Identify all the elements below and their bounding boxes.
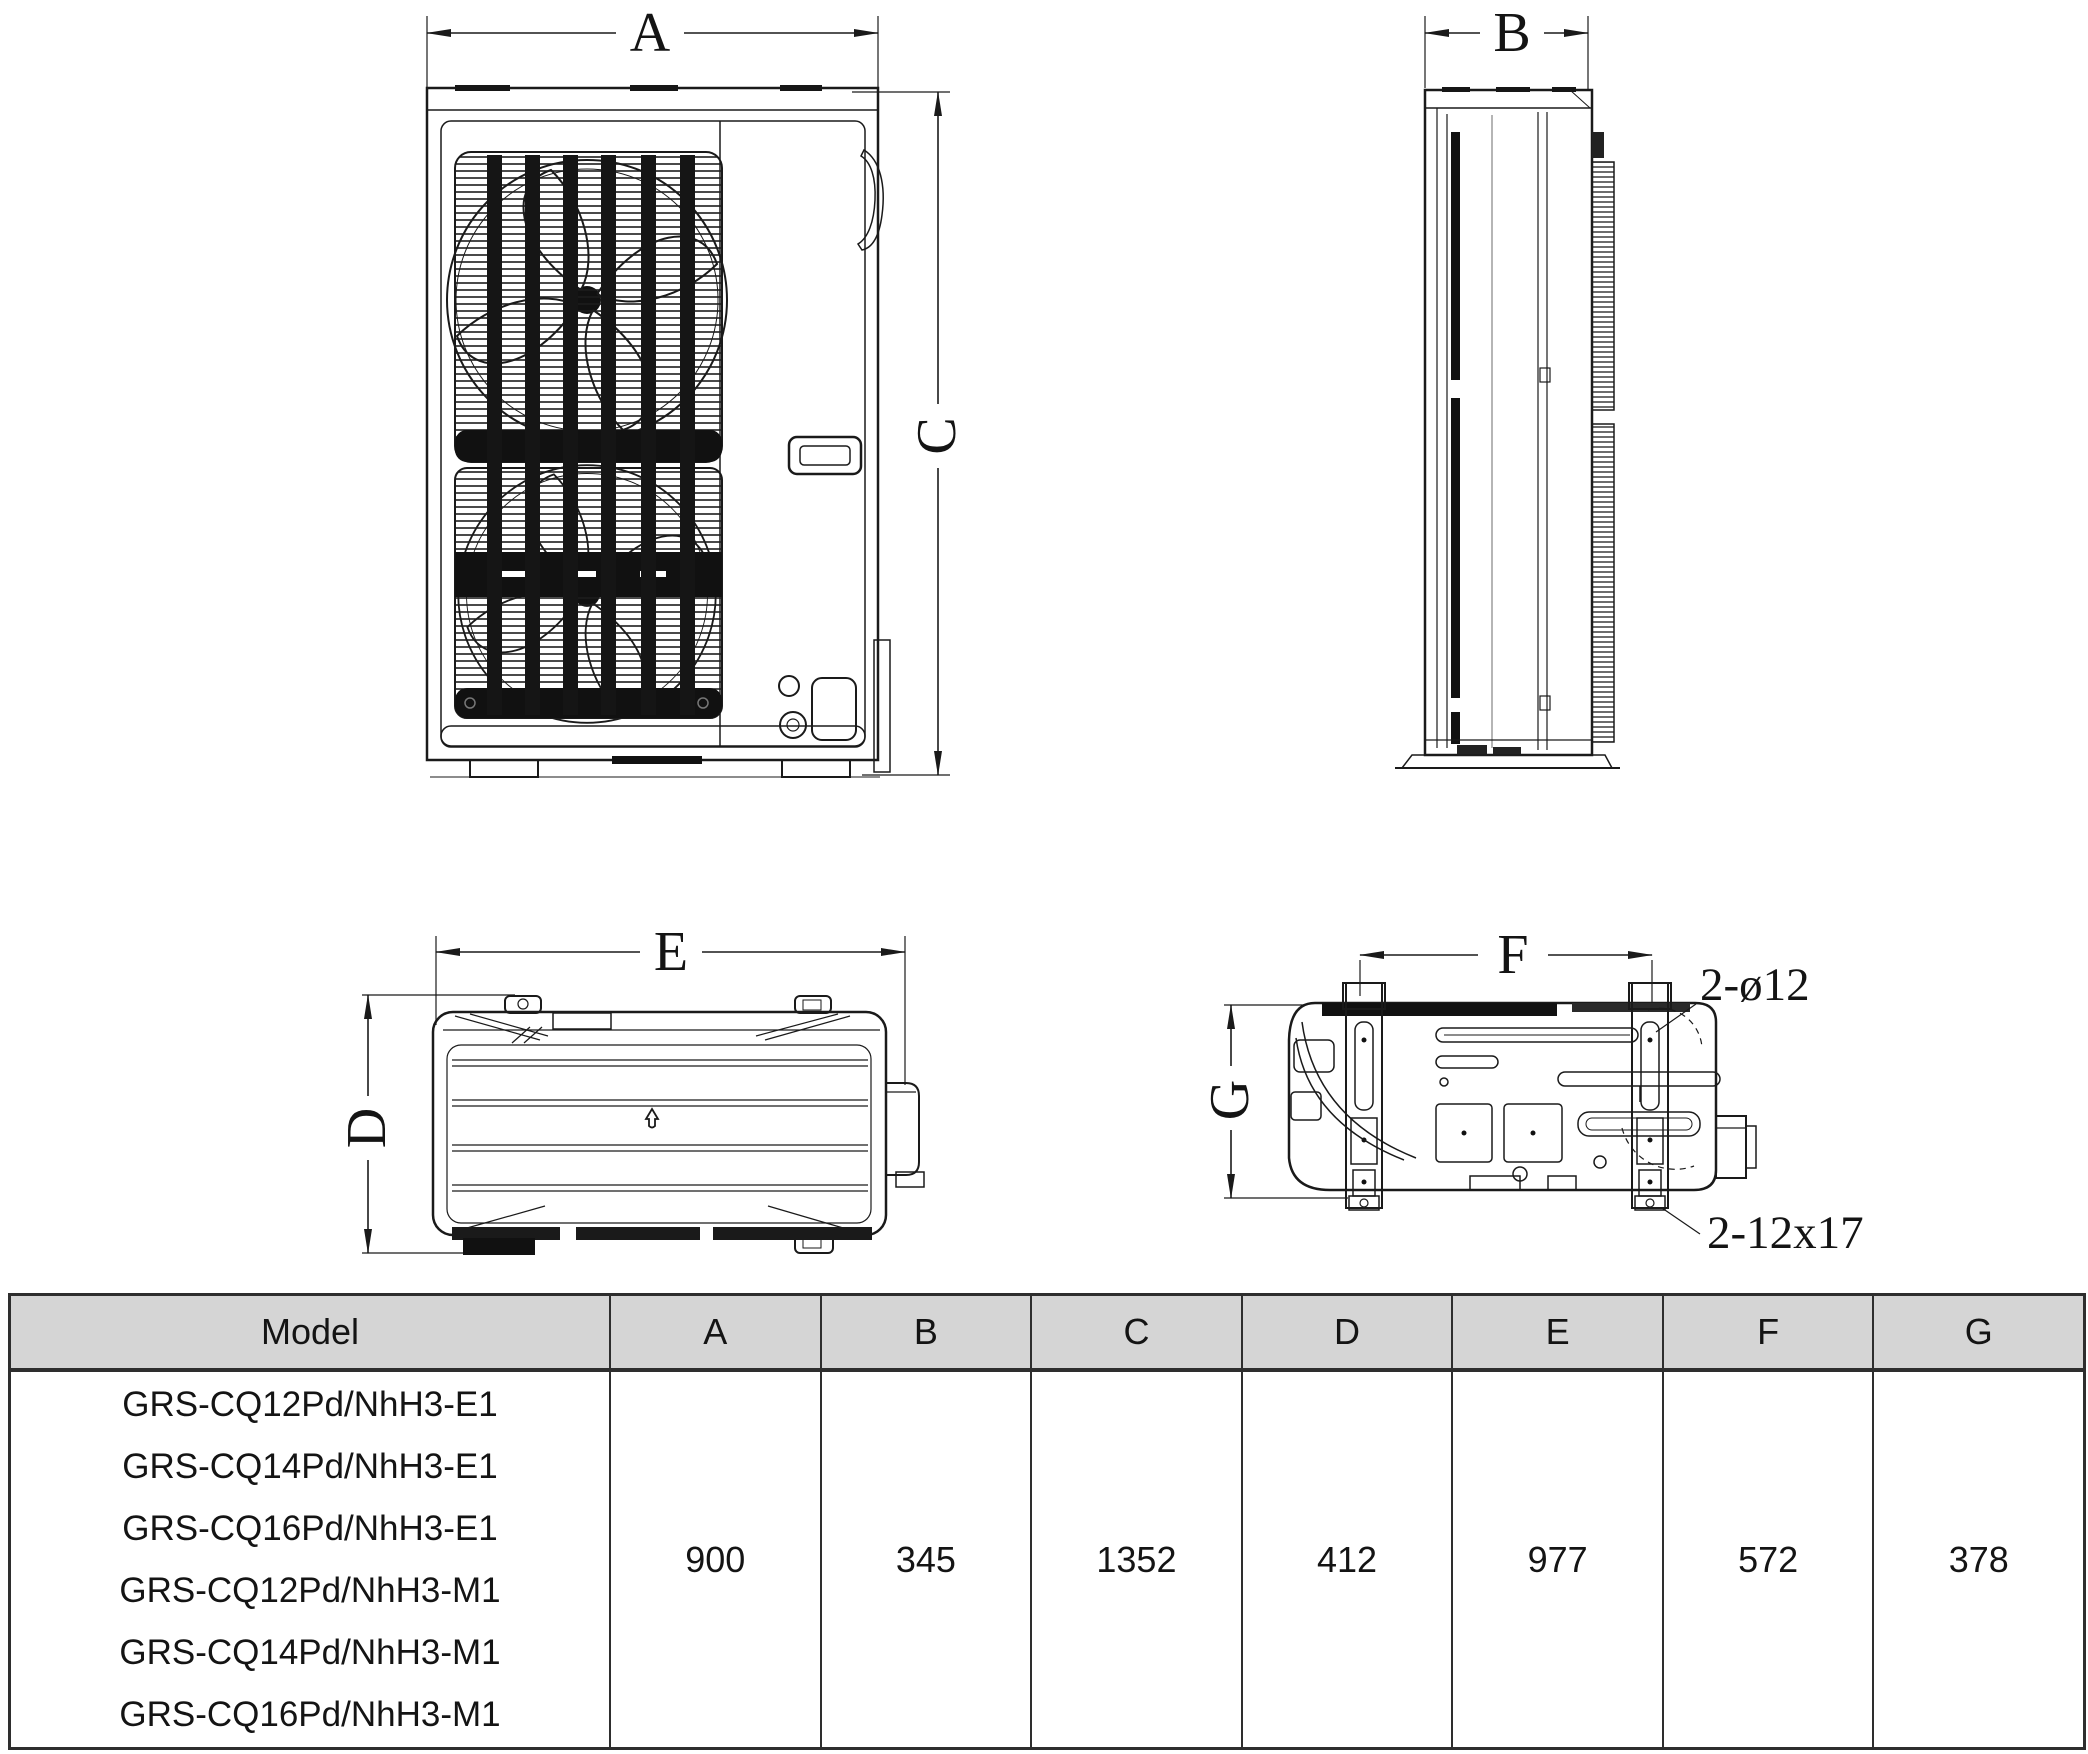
dim-label-b: B xyxy=(1493,2,1530,64)
header-cell-e: E xyxy=(1453,1296,1664,1368)
header-cell-a: A xyxy=(611,1296,822,1368)
pipe-cover xyxy=(1715,1115,1747,1179)
front-view-drawing: A xyxy=(425,2,968,778)
bottom-view-drawing: F G xyxy=(1199,924,1864,1259)
foot-right xyxy=(781,759,851,778)
dim-label-f: F xyxy=(1497,924,1528,986)
model-name: GRS-CQ16Pd/NhH3-M1 xyxy=(119,1694,501,1734)
side-bump xyxy=(886,1082,920,1176)
value-e: 977 xyxy=(1453,1372,1664,1747)
outdoor-unit-drawings: A xyxy=(336,2,1864,1259)
value-f: 572 xyxy=(1664,1372,1875,1747)
handle xyxy=(787,435,863,476)
value-a: 900 xyxy=(611,1372,822,1747)
dim-label-g: G xyxy=(1199,1080,1261,1120)
value-c: 1352 xyxy=(1032,1372,1243,1747)
mounting-slot-note: 2-12x17 xyxy=(1707,1207,1864,1259)
value-d: 412 xyxy=(1243,1372,1454,1747)
header-cell-c: C xyxy=(1032,1296,1243,1368)
vent-slats xyxy=(454,1013,851,1231)
header-cell-b: B xyxy=(822,1296,1033,1368)
side-slot xyxy=(1451,398,1460,698)
coil-fins xyxy=(1591,423,1615,743)
fan-grille xyxy=(454,151,723,719)
side-slot xyxy=(1451,132,1460,380)
model-name: GRS-CQ14Pd/NhH3-E1 xyxy=(122,1446,498,1486)
header-cell-model: Model xyxy=(11,1296,611,1368)
foot-left xyxy=(469,759,539,778)
dim-label-e: E xyxy=(654,921,688,983)
coil-fins xyxy=(1591,161,1615,411)
side-view-drawing: B xyxy=(1395,2,1620,769)
base-plate xyxy=(1400,754,1614,769)
header-cell-g: G xyxy=(1964,1311,1993,1352)
mount-rail-right xyxy=(1628,982,1672,1211)
value-b: 345 xyxy=(822,1372,1033,1747)
model-name: GRS-CQ16Pd/NhH3-E1 xyxy=(122,1508,498,1548)
dim-label-a: A xyxy=(630,2,671,64)
mount-bracket xyxy=(794,995,832,1014)
dim-label-c: C xyxy=(906,417,968,454)
table-header-row: Model A B C D E F G xyxy=(11,1296,2083,1372)
top-view-drawing: E D xyxy=(336,921,925,1255)
model-name: GRS-CQ14Pd/NhH3-M1 xyxy=(119,1632,501,1672)
mounting-hole-note: 2-ø12 xyxy=(1700,959,1810,1011)
model-list: GRS-CQ12Pd/NhH3-E1 GRS-CQ14Pd/NhH3-E1 GR… xyxy=(11,1372,611,1747)
side-slot xyxy=(1451,712,1460,744)
dimensions-table: Model A B C D E F G GRS-CQ12Pd/NhH3-E1 G… xyxy=(8,1293,2086,1750)
valve-large xyxy=(779,711,807,739)
airflow-arrow-icon xyxy=(644,1107,660,1129)
valve-small xyxy=(778,675,800,697)
dim-label-d: D xyxy=(336,1108,398,1148)
model-name: GRS-CQ12Pd/NhH3-E1 xyxy=(122,1384,498,1424)
header-cell-f: F xyxy=(1664,1296,1875,1368)
mount-bracket xyxy=(504,995,542,1014)
table-data-row: GRS-CQ12Pd/NhH3-E1 GRS-CQ14Pd/NhH3-E1 GR… xyxy=(11,1372,2083,1747)
mount-rail-left xyxy=(1342,982,1386,1211)
model-name: GRS-CQ12Pd/NhH3-M1 xyxy=(119,1570,501,1610)
base-pan-details xyxy=(1290,1007,1721,1191)
base-pan-outline xyxy=(1287,1001,1718,1192)
value-g: 378 xyxy=(1948,1538,2009,1580)
corner-hook xyxy=(856,148,884,251)
header-cell-d: D xyxy=(1243,1296,1454,1368)
